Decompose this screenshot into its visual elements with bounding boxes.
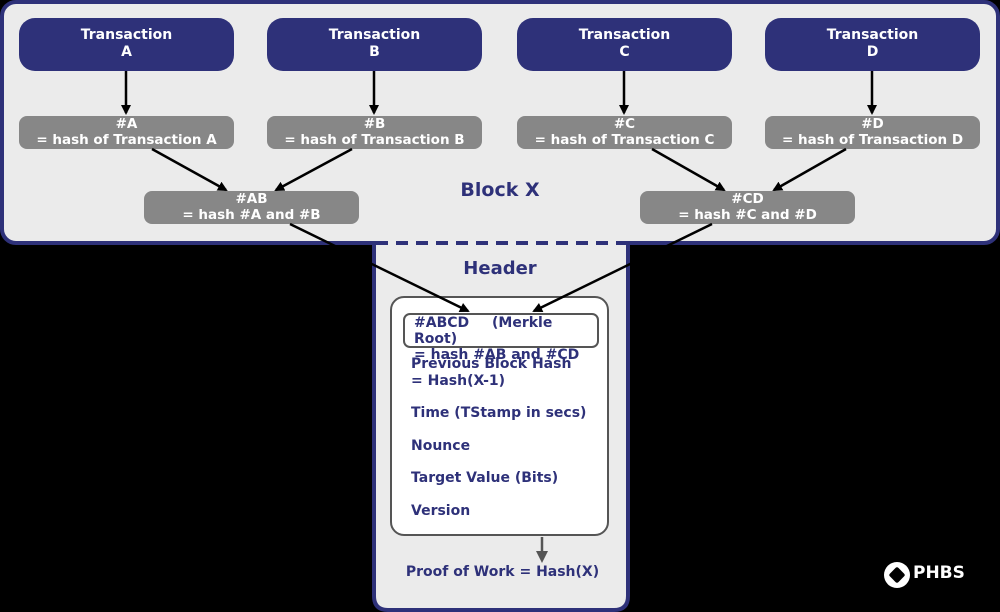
hash-cd-box: #CD = hash #C and #D <box>640 191 855 224</box>
arrow-ab-to-merkle <box>289 222 470 313</box>
previous-block-hash-field: Previous Block Hash = Hash(X-1) <box>411 356 571 390</box>
target-value-field: Target Value (Bits) <box>411 470 559 486</box>
hash-a-title: #A <box>115 116 138 132</box>
hash-ab-box: #AB = hash #A and #B <box>144 191 359 224</box>
arrow-hash-d-to-cd <box>772 147 847 192</box>
block-label: Block X <box>460 179 540 201</box>
arrow-hash-a-to-ab <box>151 147 228 192</box>
hash-c-box: #C = hash of Transaction C <box>517 116 732 149</box>
hash-cd-formula: = hash #C and #D <box>678 207 817 223</box>
nounce-field: Nounce <box>411 438 471 454</box>
transaction-c-box: Transaction C <box>517 18 732 71</box>
transaction-d-title: Transaction <box>826 27 919 43</box>
time-field: Time (TStamp in secs) <box>411 405 587 421</box>
arrow-cd-to-merkle <box>532 222 713 313</box>
phbs-logo-text: PHBS <box>913 563 965 583</box>
merkle-root-hash-label: #ABCD <box>414 315 470 331</box>
hash-a-formula: = hash of Transaction A <box>36 132 217 148</box>
phbs-logo-icon <box>884 562 910 588</box>
proof-of-work-label: Proof of Work = Hash(X) <box>405 564 600 580</box>
arrow-hash-b-to-ab <box>274 147 353 192</box>
merkle-root-formula: = hash #AB and #CD <box>414 347 580 363</box>
hash-b-box: #B = hash of Transaction B <box>267 116 482 149</box>
arrow-hash-c-to-cd <box>651 147 726 192</box>
hash-a-box: #A = hash of Transaction A <box>19 116 234 149</box>
transaction-c-letter: C <box>619 44 630 60</box>
transaction-b-title: Transaction <box>328 27 421 43</box>
previous-block-hash-label: Previous Block Hash <box>411 356 572 372</box>
merkle-root-tag: (Merkle Root) <box>414 315 553 347</box>
transaction-d-box: Transaction D <box>765 18 980 71</box>
transaction-a-title: Transaction <box>80 27 173 43</box>
hash-d-box: #D = hash of Transaction D <box>765 116 980 149</box>
previous-block-hash-formula: = Hash(X-1) <box>411 373 506 389</box>
transaction-a-box: Transaction A <box>19 18 234 71</box>
transaction-b-box: Transaction B <box>267 18 482 71</box>
transaction-d-letter: D <box>866 44 879 60</box>
version-field: Version <box>411 503 471 519</box>
hash-b-title: #B <box>363 116 386 132</box>
hash-d-formula: = hash of Transaction D <box>781 132 964 148</box>
merkle-root-box: #ABCD (Merkle Root) = hash #AB and #CD <box>403 313 599 363</box>
hash-c-title: #C <box>613 116 636 132</box>
hash-cd-title: #CD <box>731 191 764 207</box>
transaction-c-title: Transaction <box>578 27 671 43</box>
transaction-a-letter: A <box>121 44 132 60</box>
hash-ab-title: #AB <box>235 191 268 207</box>
hash-ab-formula: = hash #A and #B <box>182 207 321 223</box>
hash-c-formula: = hash of Transaction C <box>534 132 715 148</box>
hash-b-formula: = hash of Transaction B <box>284 132 465 148</box>
transaction-b-letter: B <box>369 44 380 60</box>
header-label: Header <box>463 258 537 279</box>
header-fields-box <box>390 296 609 536</box>
hash-d-title: #D <box>861 116 884 132</box>
